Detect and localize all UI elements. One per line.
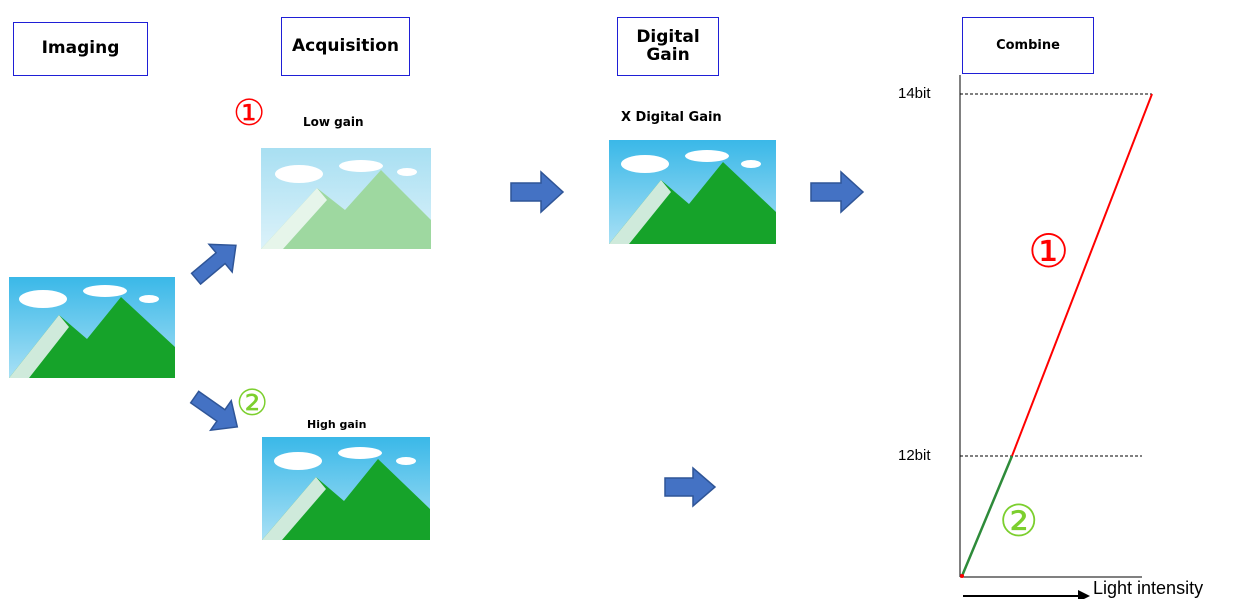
imaging-image: [9, 277, 175, 378]
digital-gain-image: [609, 140, 776, 244]
arrow-imaging-to-low-gain: [190, 243, 237, 286]
x-direction-arrow-head: [1078, 590, 1090, 599]
x-digital-gain-label: X Digital Gain: [621, 110, 722, 125]
arrow-imaging-to-high-gain: [189, 390, 239, 432]
marker-2-acquisition: ②: [236, 383, 269, 424]
low-gain-image: [261, 148, 431, 249]
arrow-digital-to-combine: [810, 170, 865, 214]
stage-combine: Combine: [962, 17, 1094, 74]
high-gain-image: [262, 437, 430, 540]
stage-combine-label: Combine: [996, 37, 1060, 53]
origin-point: [960, 574, 964, 578]
low-gain-label: Low gain: [303, 115, 364, 129]
stage-imaging: Imaging: [13, 22, 148, 76]
chart-marker-2: ②: [999, 496, 1039, 547]
arrow-low-gain-to-digital: [510, 170, 565, 214]
arrow-high-gain-to-combine: [664, 466, 717, 508]
combine-chart: [959, 75, 1153, 599]
x-axis-label: Light intensity: [1093, 578, 1204, 598]
stage-imaging-label: Imaging: [41, 38, 120, 59]
series-low-gain-line: [1011, 93, 1153, 457]
high-gain-label: High gain: [307, 418, 367, 431]
tick-label-12bit: 12bit: [898, 447, 931, 464]
stage-digital-gain: Digital Gain: [617, 17, 719, 76]
stage-acquisition: Acquisition: [281, 17, 410, 76]
marker-1-acquisition: ①: [233, 93, 266, 134]
stage-acquisition-label: Acquisition: [291, 35, 399, 56]
tick-label-14bit: 14bit: [898, 85, 931, 102]
stage-digital-gain-line2: Gain: [646, 44, 690, 65]
chart-marker-1: ①: [1028, 224, 1070, 278]
stage-digital-gain-line1: Digital: [636, 26, 700, 47]
series-high-gain-line: [960, 455, 1014, 577]
